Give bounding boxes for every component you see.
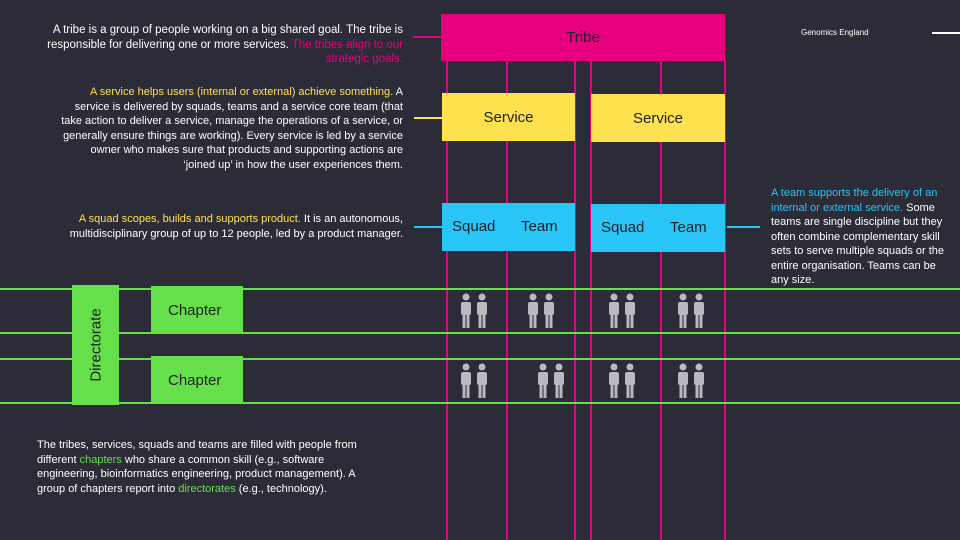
people-pair-icon: [606, 363, 638, 399]
tribe-label: Tribe: [566, 29, 600, 46]
people-pair-icon: [675, 363, 707, 399]
service-description: A service helps users (internal or exter…: [58, 85, 403, 172]
chapters-description-text: (e.g., technology).: [235, 482, 327, 495]
tribe-column-line: [724, 60, 726, 540]
chapter-box: Chapter: [151, 356, 243, 404]
service-label: Service: [632, 109, 684, 127]
tribe-connector: [413, 36, 441, 38]
service-description-highlight: A service helps users (internal or exter…: [89, 86, 394, 98]
directorate-box: Directorate: [72, 285, 119, 405]
tribe-box: Tribe: [441, 14, 725, 61]
people-pair-icon: [535, 363, 567, 399]
people-pair-icon: [458, 363, 490, 399]
header-rule: [932, 32, 960, 34]
squad-team-box: Squad Team: [591, 204, 725, 252]
team-label: Team: [670, 219, 707, 236]
team-description-text: Some teams are single discipline but the…: [771, 201, 945, 287]
team-description-highlight: A team supports the delivery of an inter…: [771, 187, 938, 214]
squad-label: Squad: [601, 219, 645, 236]
service-connector: [414, 117, 442, 119]
squad-connector: [414, 226, 442, 228]
tribe-description-text: A tribe is a group of people working on …: [47, 24, 403, 51]
chapter-label: Chapter: [168, 301, 222, 319]
chapter-line: [0, 402, 960, 404]
chapter-box: Chapter: [151, 286, 243, 334]
service-box: Service: [591, 94, 725, 142]
chapters-description-text: who share a common skill (e.g., software…: [37, 453, 355, 495]
squad-label: Squad: [452, 218, 496, 235]
tribe-column-line: [506, 60, 508, 540]
org-name: Genomics England: [801, 28, 869, 37]
squad-description: A squad scopes, builds and supports prod…: [60, 212, 403, 241]
chapters-highlight: chapters: [79, 453, 122, 466]
tribe-column-line: [574, 60, 576, 540]
tribe-column-line: [660, 60, 662, 540]
directorates-highlight: directorates: [178, 482, 236, 495]
squad-description-highlight: A squad scopes, builds and supports prod…: [78, 213, 301, 225]
people-pair-icon: [525, 293, 557, 329]
team-label: Team: [521, 218, 558, 235]
chapter-line: [0, 332, 960, 334]
service-box: Service: [442, 93, 575, 141]
people-pair-icon: [606, 293, 638, 329]
people-pair-icon: [675, 293, 707, 329]
service-label: Service: [483, 108, 534, 126]
chapter-line: [0, 358, 960, 360]
tribe-description-highlight: The tribes align to our strategic goals.: [291, 38, 403, 66]
directorate-label: Directorate: [87, 308, 104, 382]
people-pair-icon: [458, 293, 490, 329]
squad-team-box: Squad Team: [442, 203, 575, 251]
chapter-label: Chapter: [168, 371, 222, 389]
squad-description-text: It is an autonomous, multidisciplinary g…: [69, 213, 403, 240]
chapters-description: The tribes, services, squads and teams a…: [37, 438, 362, 496]
tribe-description: A tribe is a group of people working on …: [6, 23, 403, 67]
tribe-column-line: [446, 60, 448, 540]
team-description: A team supports the delivery of an inter…: [771, 186, 951, 288]
service-description-text: A service is delivered by squads, teams …: [61, 86, 403, 171]
chapters-description-text: The tribes, services, squads and teams a…: [37, 439, 357, 466]
team-connector: [727, 226, 760, 228]
tribe-column-line: [590, 60, 592, 540]
chapter-line: [0, 288, 960, 290]
